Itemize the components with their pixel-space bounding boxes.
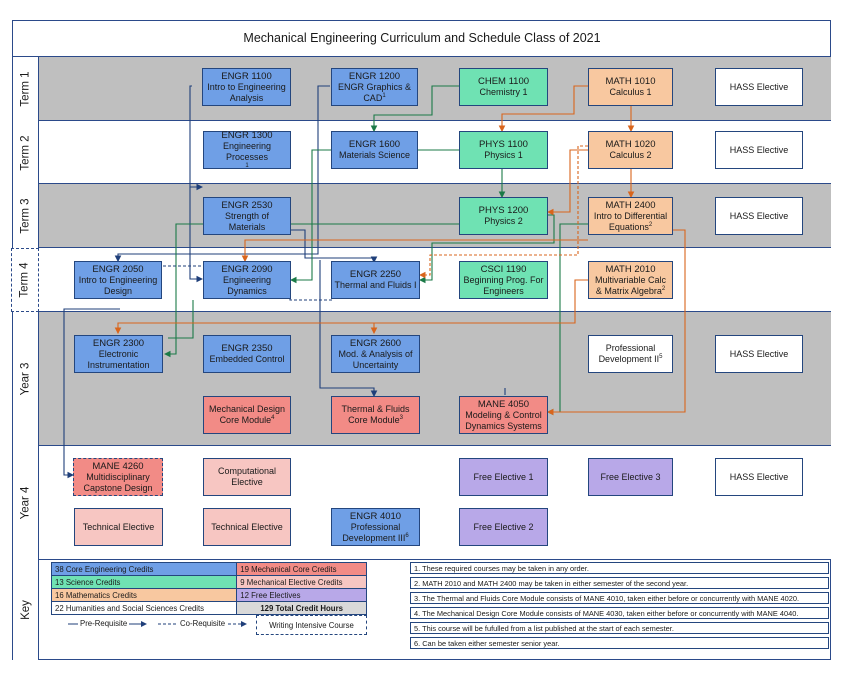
arrow-math2010-engr2600 xyxy=(370,322,575,335)
row-label-term3: Term 3 xyxy=(13,184,39,248)
course-hass-elective-term1[interactable]: HASS Elective xyxy=(715,68,803,106)
arrow-math1020-phys1200 xyxy=(546,149,588,216)
course-mechanical-design-core[interactable]: Mechanical Design Core Module4 xyxy=(203,396,291,434)
key-free-electives: 12 Free Electives xyxy=(236,588,367,602)
course-technical-elective-2[interactable]: Technical Elective xyxy=(203,508,291,546)
course-technical-elective-1[interactable]: Technical Elective xyxy=(74,508,163,546)
band-term3 xyxy=(13,184,831,248)
credit-key-table: 38 Core Engineering Credits 19 Mechanica… xyxy=(50,562,367,615)
course-engr2050[interactable]: ENGR 2050 Intro to Engineering Design xyxy=(74,261,162,299)
note-4: 4. The Mechanical Design Core Module con… xyxy=(410,607,829,619)
course-engr2350[interactable]: ENGR 2350 Embedded Control xyxy=(203,335,291,373)
legend-writing-intensive: Writing Intensive Course xyxy=(256,615,367,635)
course-professional-development-ii[interactable]: Professional Development II5 xyxy=(588,335,673,373)
key-mech-core: 19 Mechanical Core Credits xyxy=(236,562,367,576)
key-science: 13 Science Credits xyxy=(50,575,238,589)
course-engr2250[interactable]: ENGR 2250 Thermal and Fluids I xyxy=(331,261,420,299)
course-engr1100[interactable]: ENGR 1100 Intro to Engineering Analysis xyxy=(202,68,291,106)
note-5: 5. This course will be fufulled from a l… xyxy=(410,622,829,634)
course-phys1200[interactable]: PHYS 1200 Physics 2 xyxy=(459,197,548,235)
arrow-engr1100-engr2530 xyxy=(189,85,204,191)
course-free-elective-2[interactable]: Free Elective 2 xyxy=(459,508,548,546)
arrow-engr2250-thermfluids xyxy=(319,260,378,398)
note-3: 3. The Thermal and Fluids Core Module co… xyxy=(410,592,829,604)
row-label-term4: Term 4 xyxy=(11,248,39,312)
note-1: 1. These required courses may be taken i… xyxy=(410,562,829,574)
legend-prerequisite: Pre-Requisite xyxy=(78,619,130,628)
course-engr2300[interactable]: ENGR 2300 Electronic Instrumentation xyxy=(74,335,163,373)
course-hass-elective-term2[interactable]: HASS Elective xyxy=(715,131,803,169)
course-engr2530[interactable]: ENGR 2530 Strength of Materials xyxy=(203,197,291,235)
course-engr1300[interactable]: ENGR 1300 Engineering Processes 1 xyxy=(203,130,291,169)
course-engr2090[interactable]: ENGR 2090 Engineering Dynamics xyxy=(203,261,291,299)
course-hass-elective-term3[interactable]: HASS Elective xyxy=(715,197,803,235)
arrow-math2400-mane4050-orange xyxy=(546,229,686,416)
key-core-engineering: 38 Core Engineering Credits xyxy=(50,562,238,576)
arrow-engr1100-engr2090 xyxy=(189,187,204,283)
course-free-elective-1[interactable]: Free Elective 1 xyxy=(459,458,548,496)
arrow-engr2090-mech xyxy=(168,300,194,339)
arrow-math1010-phys1100 xyxy=(498,85,588,133)
course-math1020[interactable]: MATH 1020 Calculus 2 xyxy=(588,131,673,169)
row-label-key: Key xyxy=(13,560,39,660)
band-year3 xyxy=(13,312,831,446)
row-label-year3: Year 3 xyxy=(13,312,39,446)
row-label-year4: Year 4 xyxy=(13,446,39,560)
key-hass: 22 Humanities and Social Sciences Credit… xyxy=(50,601,238,615)
arrow-math2400-engr2090 xyxy=(241,239,588,263)
course-phys1100[interactable]: PHYS 1100 Physics 1 xyxy=(459,131,548,169)
row-label-term2: Term 2 xyxy=(13,121,39,184)
course-chem1100[interactable]: CHEM 1100 Chemistry 1 xyxy=(459,68,548,106)
course-engr4010[interactable]: ENGR 4010 Professional Development III6 xyxy=(331,508,420,546)
course-mane4260[interactable]: MANE 4260 Multidisciplinary Capstone Des… xyxy=(73,458,163,496)
course-thermal-fluids-core[interactable]: Thermal & Fluids Core Module3 xyxy=(331,396,420,434)
row-label-term1: Term 1 xyxy=(13,57,39,121)
course-hass-elective-year4[interactable]: HASS Elective xyxy=(715,458,803,496)
legend-corequisite: Co-Requisite xyxy=(178,619,228,628)
course-hass-elective-year3[interactable]: HASS Elective xyxy=(715,335,803,373)
course-csci1190[interactable]: CSCI 1190 Beginning Prog. For Engineers xyxy=(459,261,548,299)
course-free-elective-3[interactable]: Free Elective 3 xyxy=(588,458,673,496)
band-term2 xyxy=(13,121,831,184)
arrow-engr2050-mane4260 xyxy=(63,308,120,479)
arrow-math2400-mane4050 xyxy=(546,223,588,416)
arrow-engr1200-engr2050 xyxy=(114,85,330,263)
course-math2010[interactable]: MATH 2010 Multivariable Calc & Matrix Al… xyxy=(588,261,673,299)
key-math: 16 Mathematics Credits xyxy=(50,588,238,602)
band-term1 xyxy=(13,57,831,121)
course-math2400[interactable]: MATH 2400 Intro to Differential Equation… xyxy=(588,197,673,235)
course-computational-elective[interactable]: Computational Elective xyxy=(203,458,291,496)
course-mane4050[interactable]: MANE 4050 Modeling & Control Dynamics Sy… xyxy=(459,396,548,434)
note-6: 6. Can be taken either semester senior y… xyxy=(410,637,829,649)
coreq-math1020-engr2250 xyxy=(418,145,588,279)
course-engr1600[interactable]: ENGR 1600 Materials Science xyxy=(331,131,418,169)
arrow-chem1100-engr1600 xyxy=(370,85,459,133)
key-total-credits: 129 Total Credit Hours xyxy=(236,601,367,615)
key-mech-elective: 9 Mechanical Elective Credits xyxy=(236,575,367,589)
arrow-phys1200-engr2300 xyxy=(163,223,459,358)
page-title: Mechanical Engineering Curriculum and Sc… xyxy=(13,21,831,57)
course-engr2600[interactable]: ENGR 2600 Mod. & Analysis of Uncertainty xyxy=(331,335,420,373)
course-engr1200[interactable]: ENGR 1200 ENGR Graphics & CAD1 xyxy=(331,68,418,106)
course-math1010[interactable]: MATH 1010 Calculus 1 xyxy=(588,68,673,106)
note-2: 2. MATH 2010 and MATH 2400 may be taken … xyxy=(410,577,829,589)
